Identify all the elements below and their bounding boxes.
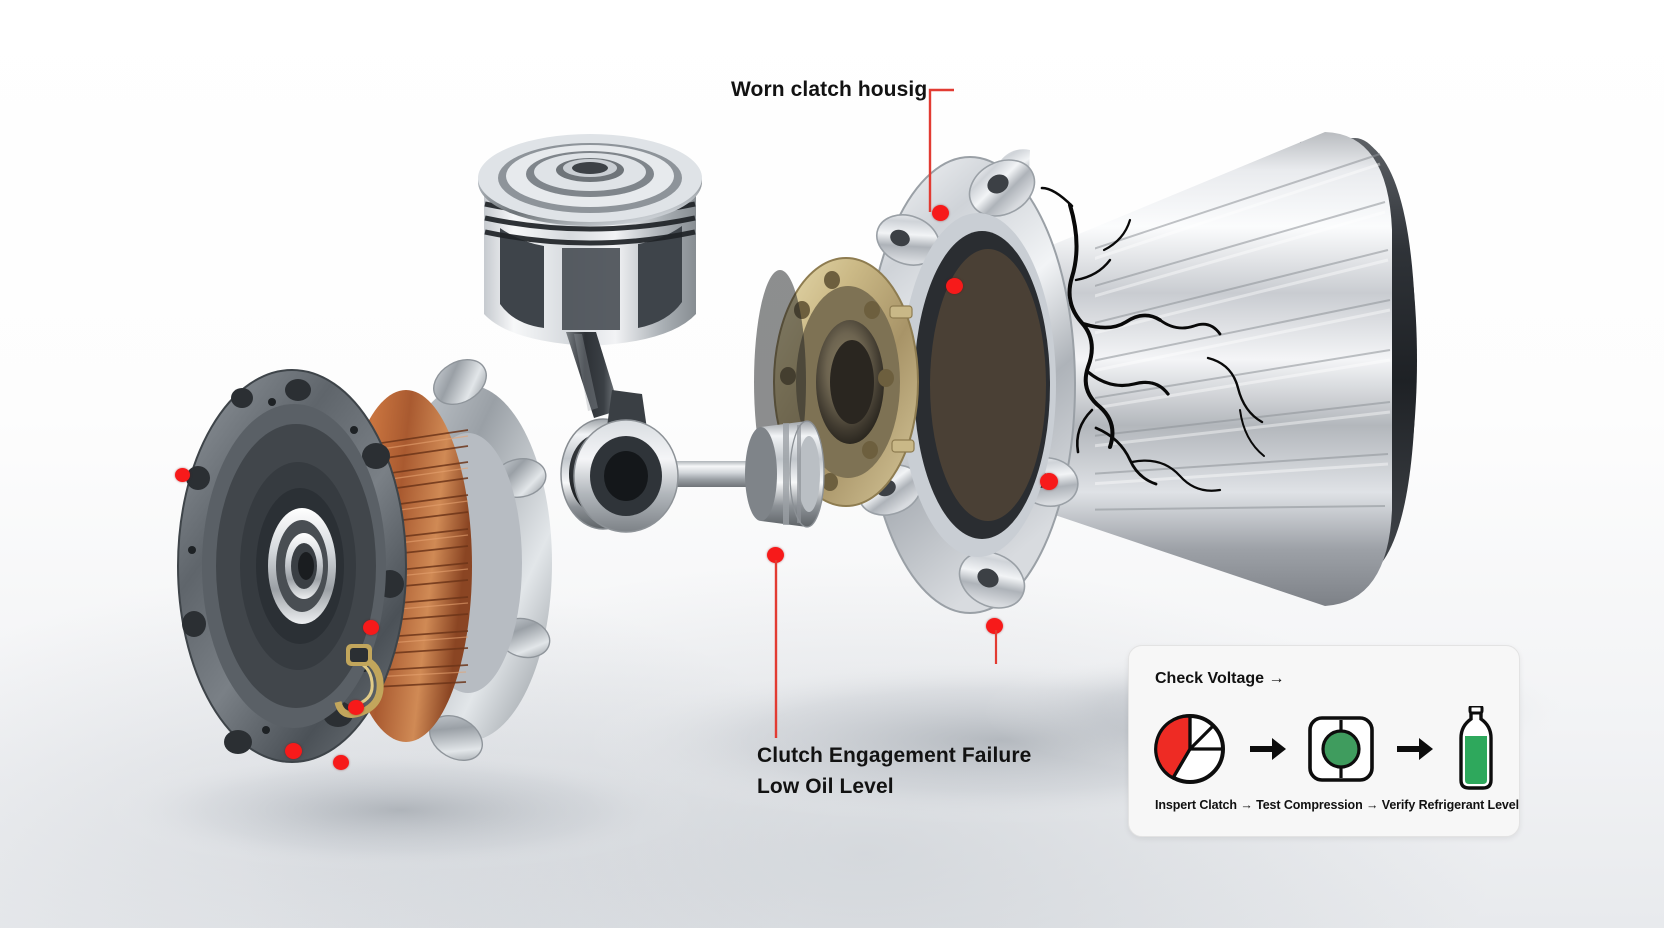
compressor-housing xyxy=(754,132,1417,614)
defect-marker xyxy=(1040,473,1058,490)
pressure-gauge-icon xyxy=(1308,716,1374,782)
annotation-label-worn-clutch-housing: Worn clatch housig xyxy=(731,78,928,101)
arrow-right-icon: → xyxy=(1268,670,1285,687)
diagnostic-legend-panel: Check Voltage → xyxy=(1128,645,1520,837)
center-bearing xyxy=(268,508,336,624)
piston-assembly xyxy=(478,134,702,418)
annotation-label-line2: Low Oil Level xyxy=(757,775,894,798)
connecting-rod xyxy=(566,332,620,418)
clutch-front-plate xyxy=(177,369,407,763)
coil-lead-clip xyxy=(334,652,384,718)
legend-title: Check Voltage → xyxy=(1155,670,1285,688)
barrel-ribs xyxy=(1095,153,1391,511)
defect-marker xyxy=(348,700,364,715)
defect-marker xyxy=(175,468,190,482)
pie-chart-icon xyxy=(1154,714,1225,784)
defect-marker xyxy=(767,547,784,563)
arrow-right-icon xyxy=(1249,738,1286,760)
connecting-rod-big-end xyxy=(573,390,679,533)
defect-marker xyxy=(932,205,949,221)
leader-line-bottom xyxy=(774,560,778,738)
legend-step-row xyxy=(1151,706,1499,792)
legend-caption: Inspert Clatch → Test Compression → Veri… xyxy=(1155,798,1520,812)
refrigerant-bottle-icon xyxy=(1459,706,1493,790)
leader-line-lower-right xyxy=(994,630,998,664)
arrow-right-icon xyxy=(1396,738,1433,760)
shaft-collar-right xyxy=(745,420,825,528)
clutch-pulley-assembly xyxy=(177,359,552,763)
defect-marker xyxy=(986,618,1003,634)
annotation-label-line1: Clutch Engagement Failure xyxy=(757,744,1032,767)
crack-pattern xyxy=(1015,186,1265,492)
defect-marker xyxy=(363,620,379,635)
defect-marker xyxy=(333,755,349,770)
legend-title-text: Check Voltage xyxy=(1155,670,1265,687)
leader-line-top xyxy=(928,88,954,212)
defect-marker xyxy=(285,743,302,759)
compressor-front-flange xyxy=(858,149,1079,614)
annotation-label-clutch-failure: Clutch Engagement Failure Low Oil Level xyxy=(757,740,1031,802)
defect-marker xyxy=(946,278,963,294)
